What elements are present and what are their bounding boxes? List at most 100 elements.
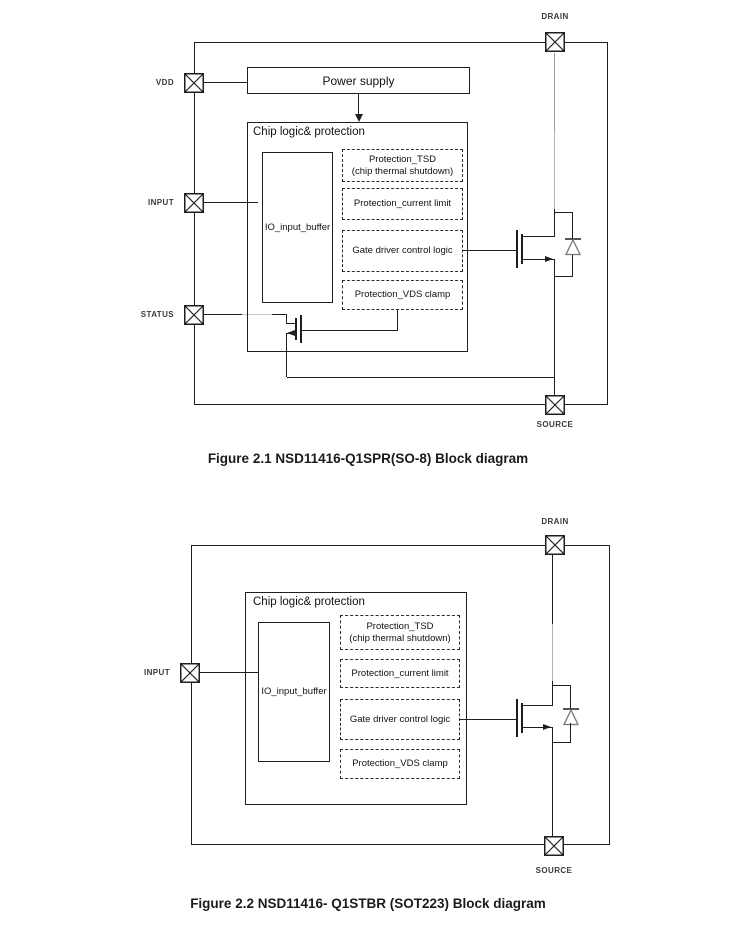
- fig2-tsd-label-line2: (chip thermal shutdown): [349, 632, 451, 644]
- fig2-io-input-buffer-label: IO_input_buffer: [261, 686, 327, 698]
- fig2-source-wire: [552, 727, 553, 836]
- fig1-current-limit-label: Protection_current limit: [353, 198, 452, 210]
- fig1-tsd-label-line2: (chip thermal shutdown): [351, 165, 454, 177]
- fig1-wire-vdsclamp-gate-vert: [397, 310, 398, 331]
- fig2-source-pin-label: SOURCE: [535, 866, 573, 875]
- x-terminal-icon: [180, 663, 200, 683]
- fig2-package-outline: [191, 545, 610, 845]
- fig1-gate-driver-label: Gate driver control logic: [352, 245, 453, 257]
- fig2-drain-wire-black-top: [552, 555, 553, 624]
- fig1-status-fet-channel-bar: [295, 318, 297, 340]
- fig2-chip-logic-block: [245, 592, 467, 805]
- fig2-tsd-label-line1: Protection_TSD: [366, 621, 434, 632]
- fig1-wire-status-fet-to-source-rail: [287, 377, 555, 378]
- fig2-diode-branch-top-vert: [570, 685, 571, 709]
- fig2-wire-input: [200, 672, 258, 673]
- fig1-status-fet-source-vert: [286, 333, 287, 377]
- fig2-source-pin: [544, 836, 564, 856]
- x-terminal-icon: [184, 305, 204, 325]
- fig2-gate-driver-label: Gate driver control logic: [349, 713, 451, 725]
- fig2-diode-branch-top-horiz: [553, 685, 571, 686]
- fig2-drain-wire-gray: [552, 624, 553, 681]
- fig1-status-pin-label: STATUS: [140, 310, 174, 319]
- fig2-chip-logic-label: Chip logic& protection: [253, 596, 365, 608]
- fig1-source-pin: [545, 395, 565, 415]
- fig2-power-fet-gate-plate: [516, 699, 518, 737]
- fig1-power-supply-block: Power supply: [247, 67, 470, 94]
- fig1-status-fet-source-arrow-icon: [287, 330, 295, 336]
- fig2-vds-clamp-label: Protection_VDS clamp: [352, 758, 448, 770]
- fig1-input-pin: [184, 193, 204, 213]
- fig1-power-fet-source-arrow-icon: [545, 256, 553, 262]
- fig2-power-fet-channel-bar: [521, 703, 523, 733]
- fig1-status-fet-drain-vert: [286, 315, 287, 324]
- x-terminal-icon: [545, 395, 565, 415]
- x-terminal-icon: [545, 32, 565, 52]
- fig1-vdd-pin-label: VDD: [155, 78, 174, 87]
- fig2-vds-clamp-block: Protection_VDS clamp: [340, 749, 460, 779]
- fig2-input-pin-label: INPUT: [144, 668, 170, 677]
- fig1-wire-vdd: [204, 82, 247, 83]
- fig1-wire-powersupply-to-chip: [358, 94, 359, 116]
- fig2-io-input-buffer-block: IO_input_buffer: [258, 622, 330, 762]
- fig2-protection-current-limit-block: Protection_current limit: [340, 659, 460, 688]
- fig1-power-fet-gate-plate: [516, 230, 518, 268]
- fig1-wire-input: [204, 202, 258, 203]
- fig2-drain-wire-black-bottom: [552, 681, 553, 706]
- fig2-drain-pin: [545, 535, 565, 555]
- fig2-body-diode-icon: [562, 708, 580, 726]
- x-terminal-icon: [545, 535, 565, 555]
- fig2-diode-branch-bottom-horiz: [553, 742, 571, 743]
- fig2-drain-pin-label: DRAIN: [541, 517, 569, 526]
- fig1-wire-status-gray-segment: [242, 314, 272, 315]
- fig1-tsd-label-line1: Protection_TSD: [368, 154, 437, 165]
- fig2-diode-branch-bottom-vert: [570, 723, 571, 743]
- fig1-wire-vdsclamp-gate-horiz: [302, 330, 398, 331]
- fig1-vds-clamp-block: Protection_VDS clamp: [342, 280, 463, 310]
- x-terminal-icon: [184, 193, 204, 213]
- fig1-package-outline: [194, 42, 608, 405]
- x-terminal-icon: [184, 73, 204, 93]
- fig1-source-wire: [554, 260, 555, 396]
- fig1-protection-tsd-block: Protection_TSD (chip thermal shutdown): [342, 149, 463, 182]
- fig1-io-input-buffer-label: IO_input_buffer: [264, 221, 331, 233]
- fig2-input-pin: [180, 663, 200, 683]
- fig1-drain-wire-gray-light: [554, 130, 555, 209]
- fig1-diode-branch-top-vert: [572, 212, 573, 239]
- fig1-body-diode-icon: [564, 238, 582, 256]
- fig1-protection-current-limit-block: Protection_current limit: [342, 188, 463, 220]
- fig1-status-fet-drain-horiz: [287, 323, 297, 324]
- fig1-wire-gate-driver-to-fet: [463, 250, 516, 251]
- fig1-input-pin-label: INPUT: [148, 198, 174, 207]
- fig1-drain-pin: [545, 32, 565, 52]
- fig1-vds-clamp-label: Protection_VDS clamp: [354, 289, 451, 301]
- fig1-power-fet-drain-horiz: [523, 236, 555, 237]
- fig2-current-limit-label: Protection_current limit: [351, 667, 449, 679]
- fig1-power-supply-label: Power supply: [322, 73, 395, 88]
- fig1-caption: Figure 2.1 NSD11416-Q1SPR(SO-8) Block di…: [207, 451, 529, 466]
- fig1-drain-pin-label: DRAIN: [541, 12, 569, 21]
- fig2-protection-tsd-block: Protection_TSD (chip thermal shutdown): [340, 615, 460, 650]
- fig1-arrowhead-down-icon: [355, 114, 363, 122]
- fig1-diode-branch-bottom-horiz: [555, 276, 573, 277]
- fig2-caption: Figure 2.2 NSD11416- Q1STBR (SOT223) Blo…: [190, 896, 546, 911]
- fig1-diode-branch-bottom-vert: [572, 255, 573, 277]
- fig1-source-pin-label: SOURCE: [536, 420, 574, 429]
- fig1-diode-branch-top-horiz: [555, 212, 573, 213]
- fig1-status-fet-gate-plate: [300, 315, 302, 343]
- fig1-io-input-buffer-block: IO_input_buffer: [262, 152, 333, 303]
- fig2-power-fet-drain-horiz: [523, 705, 553, 706]
- fig1-gate-driver-block: Gate driver control logic: [342, 230, 463, 272]
- fig1-vdd-pin: [184, 73, 204, 93]
- fig2-power-fet-source-horiz: [523, 727, 553, 728]
- x-terminal-icon: [544, 836, 564, 856]
- fig1-status-pin: [184, 305, 204, 325]
- fig1-drain-wire-gray-dark: [554, 53, 555, 130]
- fig1-drain-wire-black: [554, 209, 555, 237]
- fig2-power-fet-source-arrow-icon: [543, 724, 551, 730]
- fig2-gate-driver-block: Gate driver control logic: [340, 699, 460, 740]
- fig1-chip-logic-label: Chip logic& protection: [253, 126, 365, 138]
- fig1-chip-logic-block: [247, 122, 468, 352]
- fig1-power-fet-source-horiz: [523, 259, 555, 260]
